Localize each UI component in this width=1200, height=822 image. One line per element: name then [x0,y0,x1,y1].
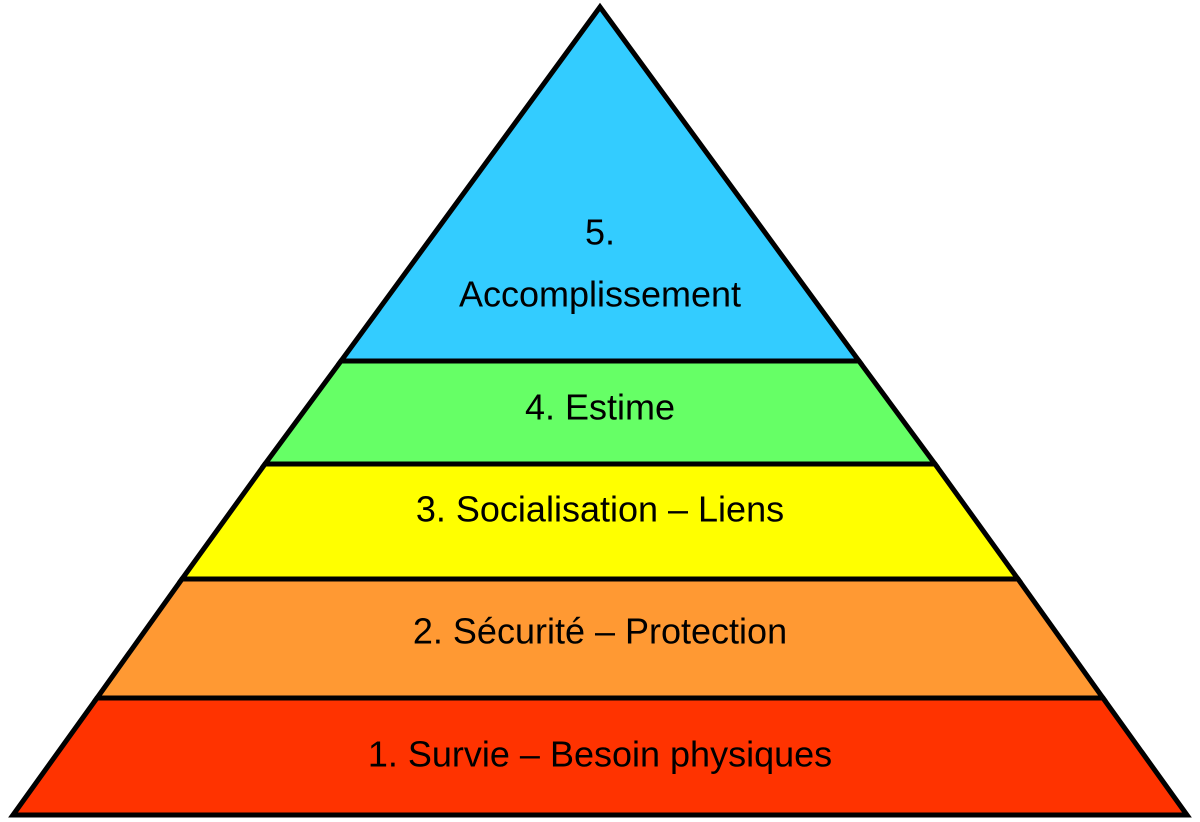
tier-4-label: 4. Estime [525,387,675,428]
tier-5-label-number: 5. [585,212,615,253]
tier-2: 2. Sécurité – Protection [92,576,1108,701]
tier-4: 4. Estime [260,358,940,467]
tier-1-label: 1. Survie – Besoin physiques [368,734,832,775]
tier-3-label: 3. Socialisation – Liens [416,489,784,530]
tier-2-label: 2. Sécurité – Protection [413,611,787,652]
tier-3: 3. Socialisation – Liens [177,461,1023,582]
tier-5-shape [336,2,864,364]
tier-5-label-name: Accomplissement [459,274,741,315]
tier-5: 5. Accomplissement [336,2,864,364]
tier-1: 1. Survie – Besoin physiques [8,695,1192,818]
